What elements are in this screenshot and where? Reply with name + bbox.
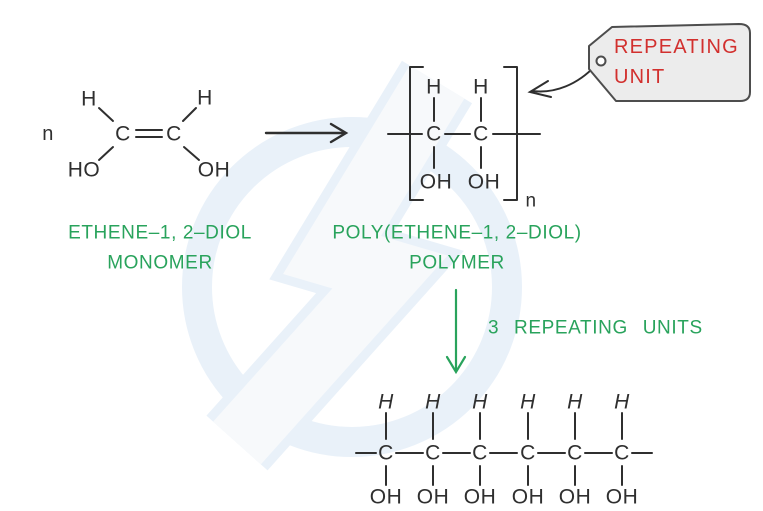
bond-c-oh <box>183 146 200 161</box>
atom-h: H <box>197 86 213 110</box>
atom-c: C <box>520 441 536 465</box>
bond-c-ho <box>98 146 114 161</box>
atom-oh: OH <box>369 485 403 509</box>
atom-oh: OH <box>511 485 545 509</box>
repeating-unit-tag <box>588 23 751 102</box>
bond-h-c <box>98 107 114 122</box>
tag-label-line2: UNIT <box>614 66 666 88</box>
reaction-arrow-head <box>329 122 349 144</box>
tag-pointer-curve <box>531 65 596 93</box>
atom-oh: OH <box>197 158 231 182</box>
atom-h: H <box>614 390 630 414</box>
atom-c: C <box>425 441 441 465</box>
expansion-arrow <box>445 288 467 375</box>
atom-c: C <box>614 441 630 465</box>
tag-pointer-head <box>527 80 552 98</box>
expansion-count-label: 3 REPEATING UNITS <box>488 317 703 339</box>
monomer-coefficient-n: n <box>42 123 54 145</box>
tag-pointer-arrow <box>527 65 596 98</box>
atom-ho: HO <box>67 158 101 182</box>
expansion-arrow-head <box>445 355 467 375</box>
watermark-ring <box>182 117 522 457</box>
atom-h: H <box>378 390 394 414</box>
bond-h-c <box>182 107 197 122</box>
atom-c: C <box>473 122 489 146</box>
atom-oh: OH <box>416 485 450 509</box>
polymer-name-label: POLY(ETHENE–1, 2–DIOL) <box>332 222 582 244</box>
atom-h: H <box>426 75 442 99</box>
atom-h: H <box>473 75 489 99</box>
atom-h: H <box>520 390 536 414</box>
tag-shape <box>588 23 751 102</box>
atom-c: C <box>426 122 442 146</box>
chain-bonds <box>355 412 653 486</box>
atom-c: C <box>472 441 488 465</box>
atom-h: H <box>472 390 488 414</box>
atom-h: H <box>81 87 97 111</box>
atom-oh: OH <box>467 170 501 194</box>
atom-c: C <box>567 441 583 465</box>
polymer-subscript-n: n <box>525 190 537 212</box>
monomer-bonds <box>98 107 200 161</box>
repeat-unit-bonds <box>387 97 541 169</box>
tag-hole <box>595 55 607 67</box>
polymer-role-label: POLYMER <box>409 252 505 274</box>
tag-label-line1: REPEATING <box>614 36 739 58</box>
atom-c: C <box>166 122 182 146</box>
atom-c: C <box>378 441 394 465</box>
atom-h: H <box>567 390 583 414</box>
atom-oh: OH <box>419 170 453 194</box>
watermark-lightning-logo <box>182 60 522 471</box>
atom-h: H <box>425 390 441 414</box>
monomer-role-label: MONOMER <box>107 252 213 274</box>
repeating-unit-tag-label: REPEATING UNIT <box>614 32 739 92</box>
watermark-bolt-icon <box>213 65 465 465</box>
monomer-name-label: ETHENE–1, 2–DIOL <box>68 222 252 244</box>
atom-oh: OH <box>605 485 639 509</box>
reaction-arrow <box>264 122 349 144</box>
atom-oh: OH <box>463 485 497 509</box>
atom-c: C <box>115 122 131 146</box>
atom-oh: OH <box>558 485 592 509</box>
